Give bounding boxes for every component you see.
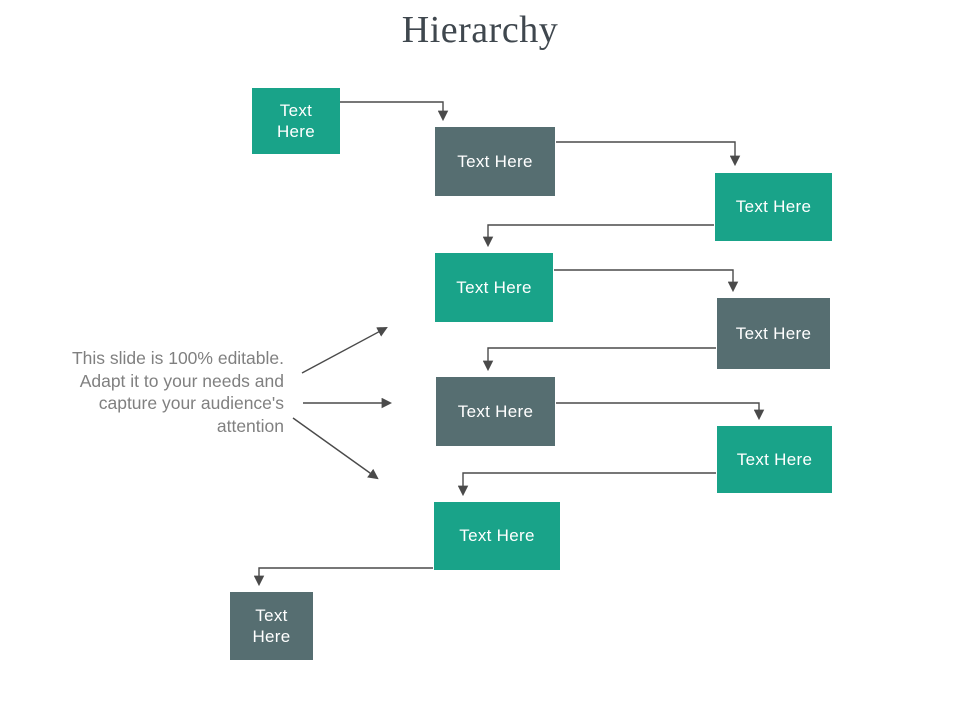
node-label: Text Here <box>276 100 316 141</box>
connector-node8-node9 <box>253 567 433 587</box>
hierarchy-node-7: Text Here <box>717 426 832 493</box>
hierarchy-node-5: Text Here <box>717 298 830 369</box>
annotation-line: Adapt it to your needs and <box>79 370 284 391</box>
connector-node5-node6 <box>482 347 716 372</box>
hierarchy-node-2: Text Here <box>435 127 555 196</box>
node-label: Text Here <box>736 449 813 469</box>
annotation-line: capture your audience's <box>98 393 284 413</box>
connector-node1-node2 <box>340 101 449 122</box>
connector-node6-node7 <box>556 402 765 421</box>
node-label: Text Here <box>459 526 535 546</box>
hierarchy-node-4: Text Here <box>435 253 553 322</box>
node-label: Text Here <box>457 401 534 421</box>
node-label: Text Here <box>457 151 533 171</box>
node-label: Text Here <box>456 277 532 297</box>
page-title: Hierarchy <box>401 9 559 51</box>
hierarchy-node-6: Text Here <box>436 377 555 446</box>
annotation-arrow-up <box>301 327 388 374</box>
annotation-text-block: This slide is 100% editable. Adapt it to… <box>30 347 284 437</box>
connector-node7-node8 <box>457 472 716 497</box>
node-label: Text Here <box>735 323 812 343</box>
hierarchy-node-9: Text Here <box>230 592 313 660</box>
connector-node2-node3 <box>556 141 741 167</box>
node-label: Text Here <box>735 197 812 217</box>
hierarchy-node-1: Text Here <box>252 88 340 154</box>
annotation-arrow-down <box>292 417 379 480</box>
connector-node3-node4 <box>482 224 714 248</box>
connector-node4-node5 <box>554 269 739 293</box>
hierarchy-node-8: Text Here <box>434 502 560 570</box>
annotation-line: attention <box>216 415 284 436</box>
hierarchy-node-3: Text Here <box>715 173 832 241</box>
annotation-line: This slide is 100% editable. <box>71 348 284 368</box>
node-label: Text Here <box>252 605 291 646</box>
